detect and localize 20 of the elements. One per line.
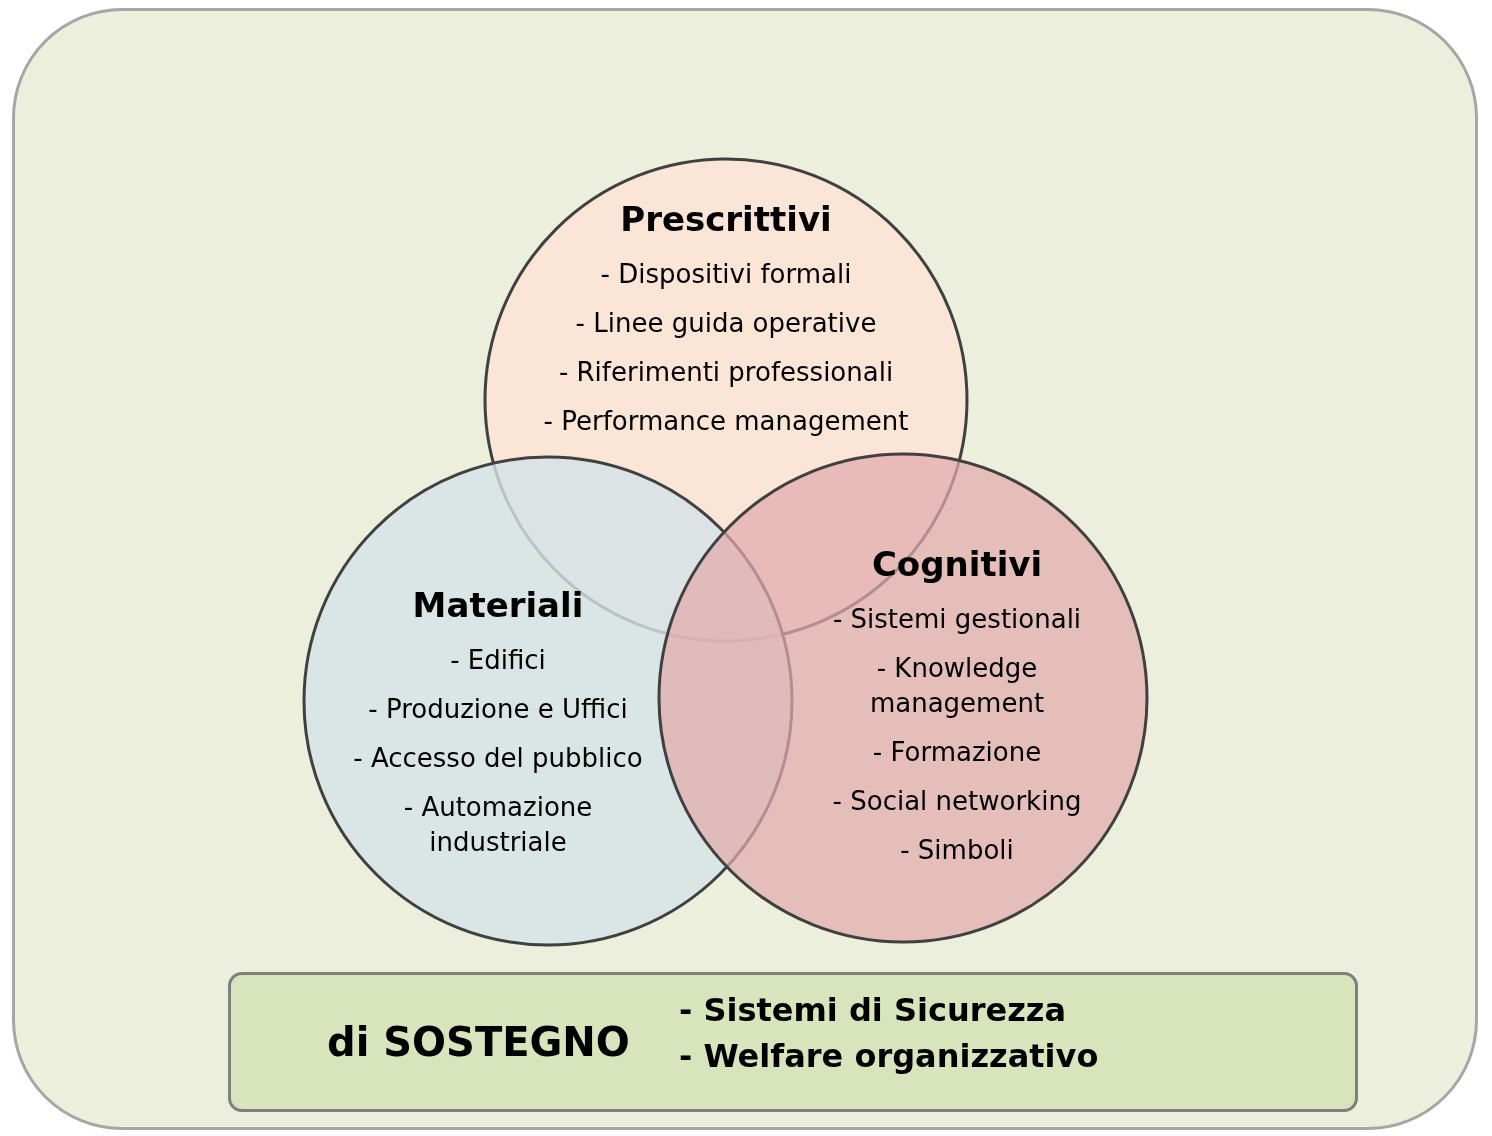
list-item: - Knowledge management bbox=[868, 652, 1046, 721]
circle-heading: Materiali bbox=[412, 585, 584, 625]
list-item: - Welfare organizzativo bbox=[679, 1037, 1099, 1075]
list-item: - Formazione bbox=[872, 736, 1042, 770]
list-item: - Riferimenti professionali bbox=[558, 356, 894, 390]
list-item: - Edifici bbox=[450, 644, 546, 677]
list-item: - Simboli bbox=[900, 834, 1014, 868]
list-item: - Sistemi di Sicurezza bbox=[679, 991, 1067, 1029]
category-box bbox=[228, 972, 1358, 1112]
list-item: - Automazione industriale bbox=[402, 791, 594, 860]
list-item: - Performance management bbox=[543, 405, 909, 439]
list-item: - Produzione e Uffici bbox=[368, 693, 628, 727]
circle-heading: Prescrittivi bbox=[620, 199, 832, 239]
list-item: - Social networking bbox=[832, 785, 1082, 819]
list-item: - Sistemi gestionali bbox=[832, 603, 1082, 636]
list-item: - Accesso del pubblico bbox=[353, 742, 643, 776]
circle-heading: Cognitivi bbox=[871, 544, 1043, 584]
category-heading: di SOSTEGNO bbox=[327, 1019, 630, 1065]
list-item: - Dispositivi formali bbox=[600, 258, 852, 291]
list-item: - Linee guida operative bbox=[575, 307, 877, 341]
